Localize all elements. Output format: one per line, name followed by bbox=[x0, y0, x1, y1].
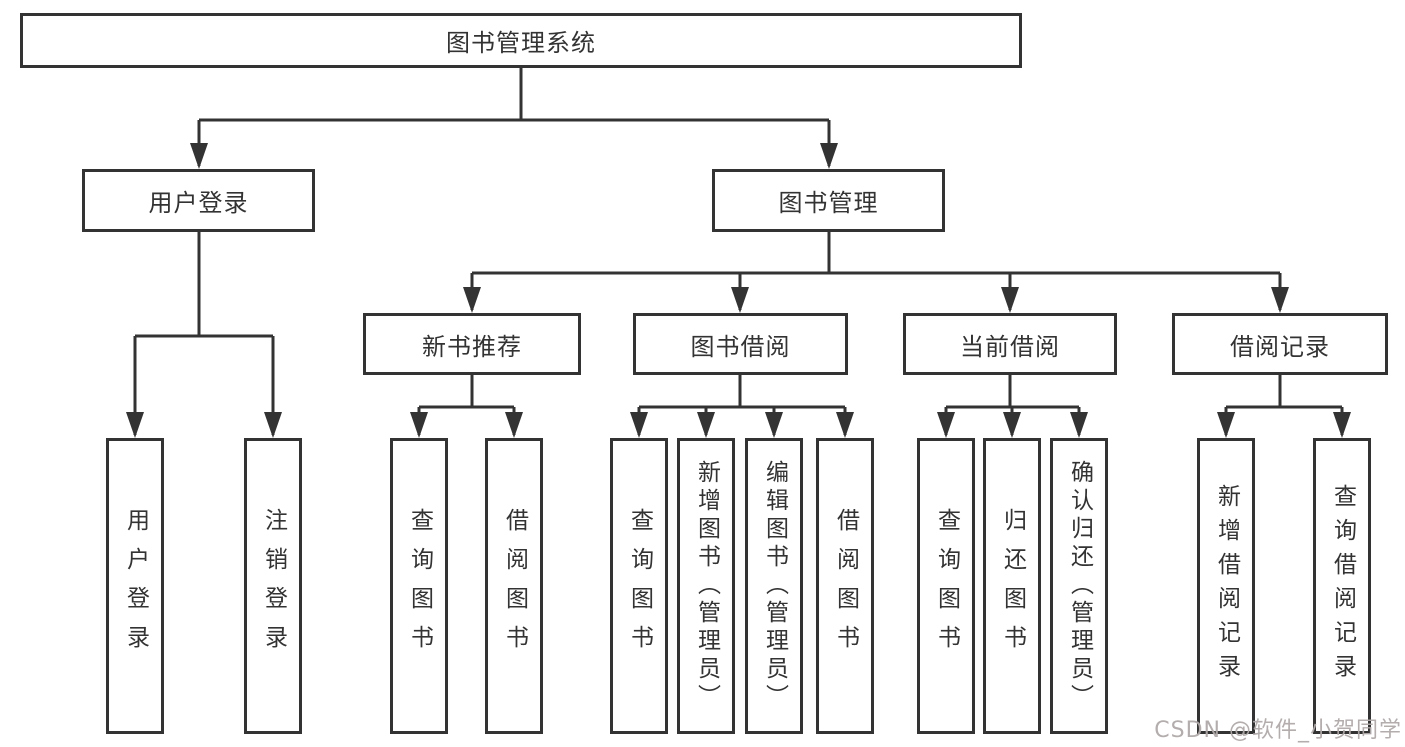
arrow-down-icon bbox=[463, 287, 481, 313]
node-book-borrow: 图书借阅 bbox=[633, 313, 848, 375]
arrow-down-icon bbox=[126, 412, 144, 438]
leaf-newrec-query-books: 查询图书 bbox=[390, 438, 448, 734]
leaf-user-login: 用户登录 bbox=[106, 438, 164, 734]
arrow-down-icon bbox=[820, 143, 838, 169]
leaf-records-query-record: 查询借阅记录 bbox=[1313, 438, 1371, 734]
connector-user-login bbox=[133, 232, 275, 435]
arrow-down-icon bbox=[1070, 412, 1088, 438]
arrow-down-icon bbox=[1271, 287, 1289, 313]
connector-current-borrow bbox=[944, 375, 1081, 435]
arrow-down-icon bbox=[1333, 412, 1351, 438]
node-user-login: 用户登录 bbox=[82, 169, 315, 232]
arrow-down-icon bbox=[697, 412, 715, 438]
leaf-logout: 注销登录 bbox=[244, 438, 302, 734]
arrow-down-icon bbox=[937, 412, 955, 438]
node-current-borrow: 当前借阅 bbox=[903, 313, 1117, 375]
arrow-down-icon bbox=[1001, 287, 1019, 313]
connector-borrow-records bbox=[1224, 375, 1344, 435]
leaf-newrec-borrow-books: 借阅图书 bbox=[485, 438, 543, 734]
node-new-book-recommend: 新书推荐 bbox=[363, 313, 581, 375]
arrow-down-icon bbox=[264, 412, 282, 438]
arrow-down-icon bbox=[836, 412, 854, 438]
arrow-down-icon bbox=[505, 412, 523, 438]
leaf-borrow-query-books: 查询图书 bbox=[610, 438, 668, 734]
connector-new-book-recommend bbox=[417, 375, 516, 435]
leaf-current-confirm-return-admin: 确认归还（管理员） bbox=[1050, 438, 1108, 734]
arrow-down-icon bbox=[190, 143, 208, 169]
connector-book-management bbox=[470, 232, 1282, 310]
arrow-down-icon bbox=[1217, 412, 1235, 438]
arrow-down-icon bbox=[410, 412, 428, 438]
leaf-borrow-borrow-books: 借阅图书 bbox=[816, 438, 874, 734]
leaf-current-return-books: 归还图书 bbox=[983, 438, 1041, 734]
leaf-borrow-add-books-admin: 新增图书（管理员） bbox=[677, 438, 735, 734]
node-book-management: 图书管理 bbox=[712, 169, 945, 232]
arrow-down-icon bbox=[731, 287, 749, 313]
arrow-down-icon bbox=[630, 412, 648, 438]
leaf-borrow-edit-books-admin: 编辑图书（管理员） bbox=[745, 438, 803, 734]
leaf-records-add-record: 新增借阅记录 bbox=[1197, 438, 1255, 734]
leaf-current-query-books: 查询图书 bbox=[917, 438, 975, 734]
node-root: 图书管理系统 bbox=[20, 13, 1022, 68]
connector-root bbox=[197, 68, 831, 166]
arrow-down-icon bbox=[1003, 412, 1021, 438]
connector-book-borrow bbox=[637, 375, 847, 435]
arrow-down-icon bbox=[765, 412, 783, 438]
node-borrow-records: 借阅记录 bbox=[1172, 313, 1388, 375]
watermark: CSDN @软件_小贺同学 bbox=[1154, 718, 1402, 743]
